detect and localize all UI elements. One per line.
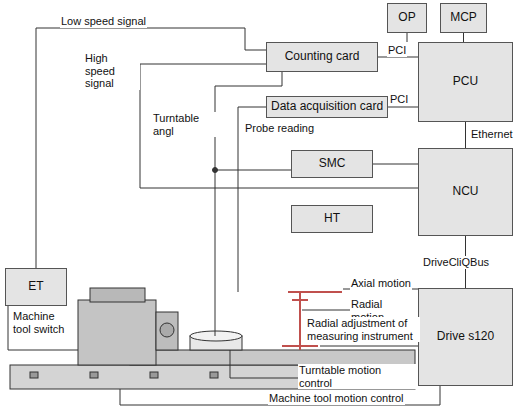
box-text: NCU xyxy=(453,185,479,199)
connector-label: PCI xyxy=(387,44,407,57)
connector xyxy=(407,33,408,42)
box-text: SMC xyxy=(319,157,346,171)
connector xyxy=(388,107,418,108)
box-text: HT xyxy=(324,212,340,226)
box-text: Data acquisition card xyxy=(271,100,383,114)
ncu-box: NCU xyxy=(418,148,513,236)
connector xyxy=(140,64,418,188)
mcp-box: MCP xyxy=(440,3,487,33)
signal-label: Turntable angl xyxy=(152,112,216,137)
connector xyxy=(463,33,464,42)
motion-label: Turntable motion control xyxy=(298,364,418,389)
pcu-box: PCU xyxy=(418,42,513,122)
data-acquisition-card-box: Data acquisition card xyxy=(266,96,388,118)
box-text: Counting card xyxy=(285,50,360,64)
box-text: OP xyxy=(398,11,415,25)
motion-label: Axial motion xyxy=(350,277,412,290)
op-box: OP xyxy=(387,3,427,33)
motion-label: Machine tool motion control xyxy=(268,392,405,405)
connector xyxy=(378,57,418,58)
signal-label: Probe reading xyxy=(244,122,315,135)
connector-label: DriveCliQBus xyxy=(422,256,490,269)
connector-label: High speed signal xyxy=(84,52,140,90)
connector-label: Low speed signal xyxy=(60,15,147,28)
box-text: ET xyxy=(28,280,43,294)
connector-label: Ethernet xyxy=(470,128,514,141)
drive-box: Drive s120 xyxy=(418,288,513,386)
connector-label: PCI xyxy=(389,93,409,106)
box-text: MCP xyxy=(450,11,477,25)
motion-label: Radial adjustment of measuring instrumen… xyxy=(306,317,420,342)
box-text: PCU xyxy=(453,75,478,89)
counting-card-box: Counting card xyxy=(266,42,378,72)
smc-box: SMC xyxy=(291,150,373,178)
switch-label: Machine tool switch xyxy=(12,310,76,335)
box-text: Drive s120 xyxy=(437,330,494,344)
ht-box: HT xyxy=(291,205,373,233)
et-box: ET xyxy=(5,268,67,306)
connector xyxy=(465,122,466,148)
connector xyxy=(373,164,418,165)
